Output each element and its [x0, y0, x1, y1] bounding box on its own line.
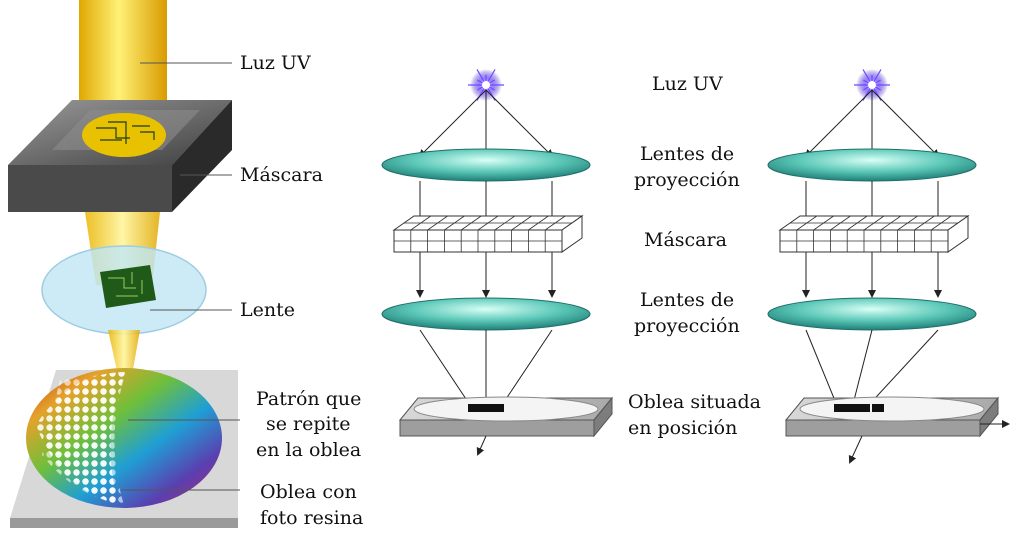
- label-lentes-2b: proyección: [634, 315, 740, 337]
- mask-grid-lines: [394, 215, 572, 252]
- wafer-stage: [398, 396, 614, 438]
- exposed-die: [468, 404, 504, 412]
- stage-side: [979, 396, 999, 438]
- ray: [498, 329, 553, 410]
- light-core: [868, 81, 876, 89]
- motion-arrow: [848, 435, 863, 464]
- rays-upper: [804, 89, 940, 158]
- label-lentes-1a: Lentes de: [640, 143, 734, 165]
- ray: [418, 89, 487, 158]
- rays-upper: [418, 89, 554, 158]
- label-luz-uv-center: Luz UV: [652, 73, 723, 95]
- rays-lower: [419, 329, 553, 410]
- uv-beam-cone: [108, 330, 140, 375]
- label-oblea-1: Oblea con: [260, 481, 357, 503]
- ray: [864, 329, 939, 410]
- stage-motion: [476, 435, 487, 456]
- mask-side-face: [947, 215, 969, 253]
- label-oblea-2: foto resina: [260, 507, 363, 529]
- ray: [485, 89, 554, 158]
- mask-grid-lines: [780, 215, 958, 252]
- label-lentes-1b: proyección: [634, 169, 740, 191]
- label-patron-1: Patrón que: [256, 388, 361, 410]
- stage-wafer: [413, 396, 599, 422]
- mask-block: [8, 100, 232, 212]
- motion-arrow: [476, 435, 487, 456]
- ray: [871, 89, 940, 158]
- light-core: [482, 81, 490, 89]
- label-mascara-center: Máscara: [644, 229, 727, 251]
- ray: [804, 89, 873, 158]
- mask-grid: [778, 215, 970, 253]
- label-lentes-2a: Lentes de: [640, 289, 734, 311]
- mask-grid: [392, 215, 584, 253]
- label-oblea-situada: Oblea situada: [628, 391, 761, 413]
- lens-bottom: [767, 297, 977, 331]
- lens-top: [767, 148, 977, 182]
- wafer-plate: [10, 368, 238, 528]
- ray: [419, 329, 474, 410]
- left-panel: Luz UV Máscara Lente Patrón que se repit…: [8, 0, 363, 529]
- projection-system-2: [767, 69, 1010, 464]
- lens-bottom: [381, 297, 591, 331]
- mask-side-face: [561, 215, 583, 253]
- label-luz-uv-left: Luz UV: [240, 52, 311, 74]
- lens-top: [381, 148, 591, 182]
- exposed-die: [834, 404, 870, 412]
- stage-motion: [848, 420, 1010, 464]
- lens-chip: [100, 265, 156, 308]
- ray: [805, 329, 840, 410]
- stage-wafer: [799, 396, 985, 422]
- wafer-stage: [784, 396, 1000, 438]
- rays-lower: [805, 329, 939, 410]
- label-patron-2: se repite: [266, 413, 350, 435]
- exposed-die: [872, 404, 884, 412]
- projection-system-1: [381, 69, 614, 456]
- stage-front: [785, 419, 981, 437]
- label-patron-3: en la oblea: [256, 439, 361, 461]
- ray: [849, 329, 873, 410]
- mask-pattern: [82, 113, 166, 157]
- stage-side: [593, 396, 613, 438]
- label-en-posicion: en posición: [628, 417, 737, 439]
- label-mascara-left: Máscara: [240, 164, 323, 186]
- stage-front: [399, 419, 595, 437]
- label-lente-left: Lente: [240, 299, 295, 321]
